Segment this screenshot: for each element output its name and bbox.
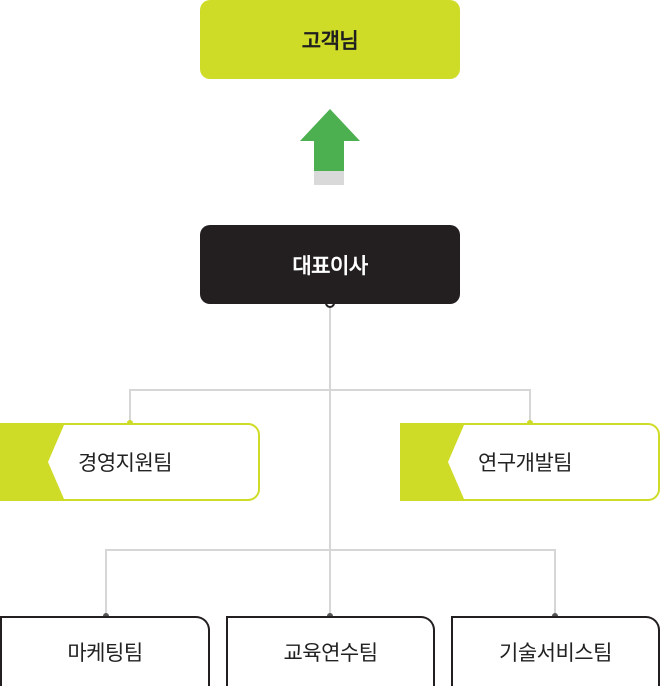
sub-team-tech-service: 기술서비스팀 bbox=[451, 616, 660, 686]
sub-team-education: 교육연수팀 bbox=[226, 616, 435, 686]
ceo-node: 대표이사 bbox=[200, 225, 460, 304]
team-right-accent-tab bbox=[402, 425, 464, 499]
sub-team-label: 교육연수팀 bbox=[283, 641, 378, 665]
branch-upper bbox=[129, 389, 531, 423]
ceo-label: 대표이사 bbox=[292, 253, 368, 278]
sub-team-label: 마케팅팀 bbox=[67, 641, 143, 665]
team-research-development: 연구개발팀 bbox=[400, 423, 660, 501]
team-left-accent-tab bbox=[2, 425, 64, 499]
team-management-support: 경영지원팀 bbox=[0, 423, 260, 501]
customer-label: 고객님 bbox=[301, 28, 359, 53]
branch-lower bbox=[105, 549, 556, 616]
team-left-label: 경영지원팀 bbox=[78, 451, 173, 475]
up-arrow-icon bbox=[300, 109, 360, 185]
sub-team-marketing: 마케팅팀 bbox=[0, 616, 210, 686]
sub-team-label: 기술서비스팀 bbox=[499, 641, 612, 665]
team-right-label: 연구개발팀 bbox=[478, 451, 573, 475]
customer-node: 고객님 bbox=[200, 0, 460, 79]
